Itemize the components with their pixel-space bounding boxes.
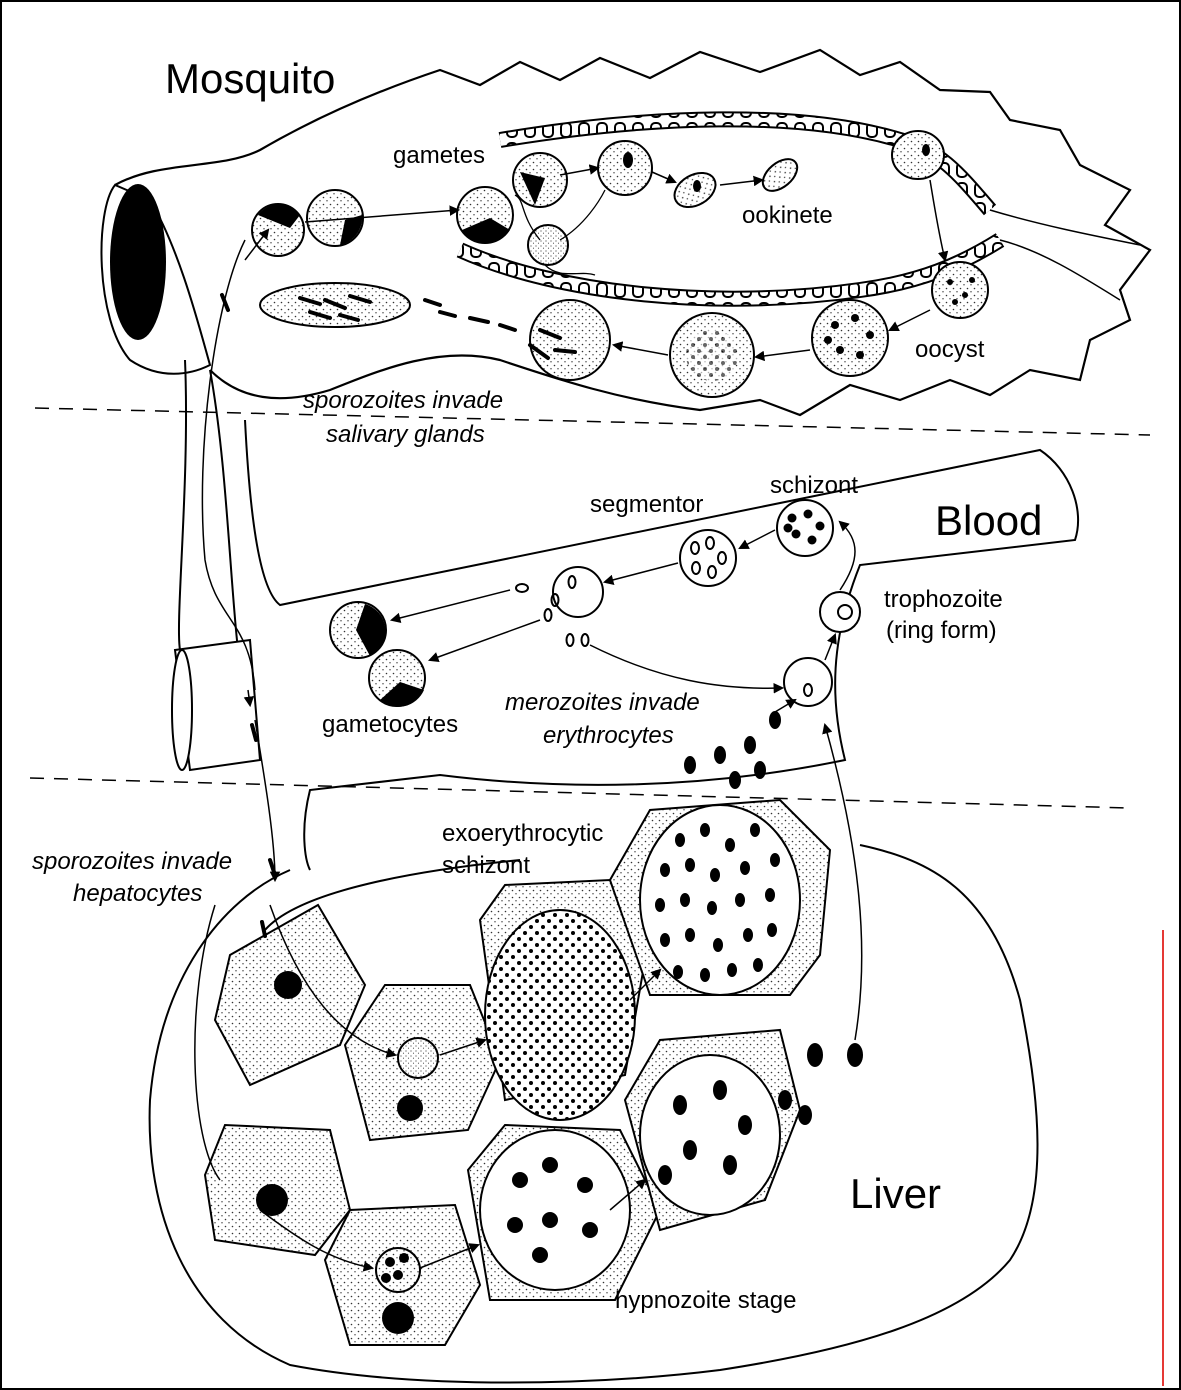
- label-sporozoites-salivary-1: sporozoites invade: [303, 387, 503, 414]
- label-schizont: schizont: [770, 472, 858, 499]
- label-merozoites-1: merozoites invade: [505, 689, 700, 716]
- label-merozoites-2: erythrocytes: [543, 722, 674, 749]
- label-mosquito: Mosquito: [165, 55, 335, 102]
- label-gametes: gametes: [393, 142, 485, 169]
- label-trophozoite-2: (ring form): [886, 617, 997, 644]
- blood-stage-cells: [330, 500, 860, 707]
- label-sporozoites-hepatocytes-1: sporozoites invade: [32, 848, 232, 875]
- separator-blood-liver: [30, 778, 1130, 808]
- label-oocyst: oocyst: [915, 336, 985, 363]
- released-merozoites: [684, 711, 781, 789]
- blood-meal-cells: [252, 131, 944, 265]
- label-hypnozoite-stage: hypnozoite stage: [615, 1287, 796, 1314]
- hindgut-lower: [1000, 240, 1120, 300]
- label-segmentor: segmentor: [590, 491, 703, 518]
- label-sporozoites-hepatocytes-2: hepatocytes: [73, 880, 202, 907]
- label-liver: Liver: [850, 1170, 941, 1217]
- separator-mosquito-blood: [35, 408, 1150, 435]
- label-sporozoites-salivary-2: salivary glands: [326, 421, 485, 448]
- mosquito-eye: [110, 184, 166, 340]
- proboscis-tube: [179, 360, 186, 650]
- label-exoerythrocytic-2: schizont: [442, 852, 530, 879]
- label-exoerythrocytic-1: exoerythrocytic: [442, 820, 603, 847]
- hindgut: [990, 210, 1140, 245]
- label-blood: Blood: [935, 497, 1042, 544]
- label-gametocytes: gametocytes: [322, 711, 458, 738]
- label-trophozoite-1: trophozoite: [884, 586, 1003, 613]
- label-ookinete: ookinete: [742, 202, 833, 229]
